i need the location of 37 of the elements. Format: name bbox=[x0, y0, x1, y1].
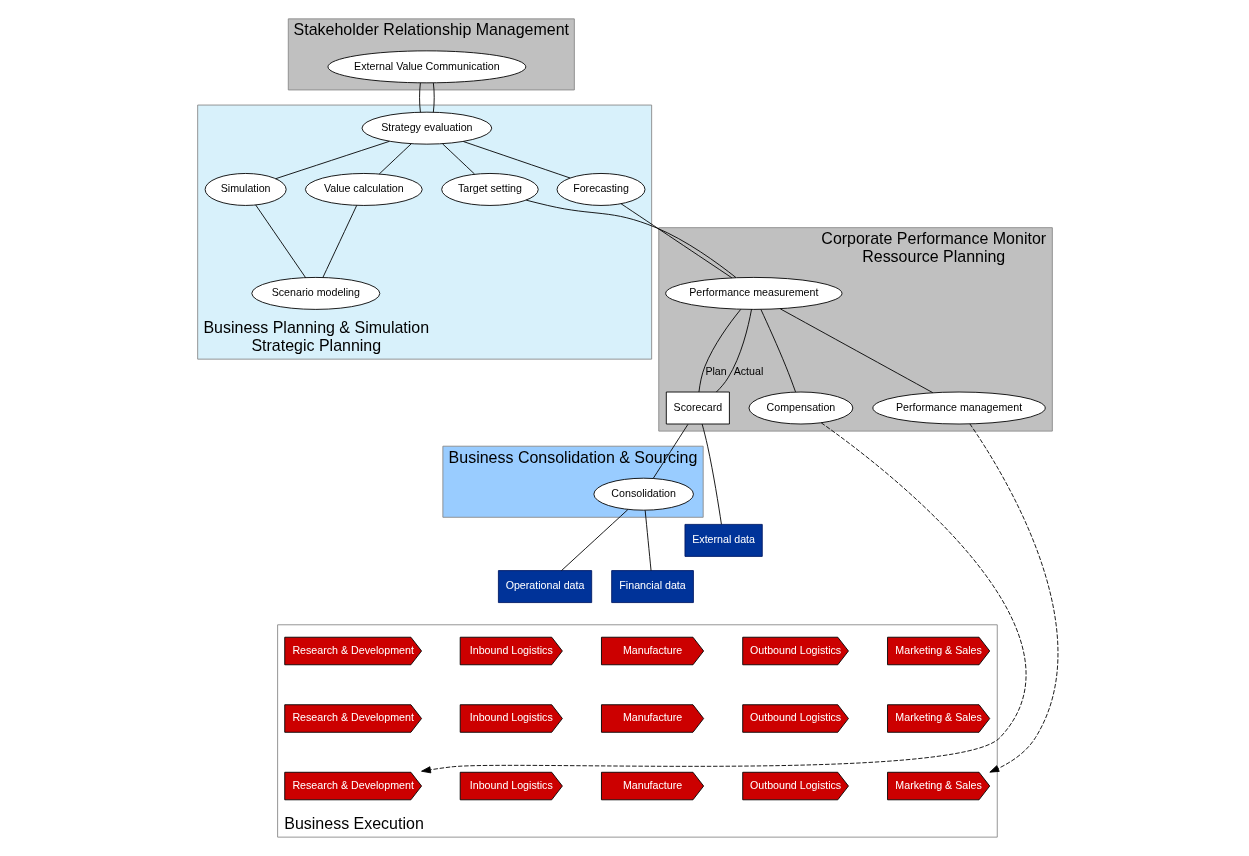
connector bbox=[525, 199, 736, 278]
connector bbox=[644, 510, 651, 571]
node-ellipse: Strategy evaluation bbox=[361, 111, 492, 145]
node-box: External data bbox=[684, 523, 763, 557]
node-ellipse: Performance measurement bbox=[664, 276, 842, 310]
connector bbox=[418, 82, 421, 113]
connector bbox=[322, 204, 357, 278]
connector bbox=[760, 309, 796, 393]
node-box: Operational data bbox=[497, 570, 592, 604]
connector bbox=[779, 308, 933, 394]
node-ellipse: Simulation bbox=[204, 173, 287, 206]
connector bbox=[441, 143, 475, 175]
node-ellipse: Compensation bbox=[748, 391, 853, 425]
connector bbox=[560, 509, 628, 571]
arrow bbox=[968, 423, 1058, 773]
edge-label: Plan bbox=[704, 364, 727, 377]
node-ellipse: Target setting bbox=[440, 173, 539, 206]
connector bbox=[698, 309, 741, 393]
connector bbox=[254, 204, 306, 278]
connector bbox=[378, 143, 412, 175]
connector bbox=[274, 140, 390, 180]
node-box: Financial data bbox=[610, 570, 694, 604]
arrow bbox=[420, 422, 1026, 774]
node-ellipse: External Value Communication bbox=[327, 50, 526, 84]
node-ellipse: Performance management bbox=[871, 391, 1046, 425]
node-ellipse: Consolidation bbox=[592, 477, 694, 511]
node-ellipse: Forecasting bbox=[556, 173, 645, 206]
connector bbox=[462, 141, 571, 179]
node-ellipse: Scenario modeling bbox=[250, 276, 380, 310]
node-box: Scorecard bbox=[665, 391, 730, 425]
connector bbox=[701, 423, 722, 525]
connector bbox=[432, 82, 435, 113]
connector bbox=[715, 308, 752, 393]
connector bbox=[652, 423, 688, 479]
node-ellipse: Value calculation bbox=[304, 173, 423, 206]
edge-label: Actual bbox=[733, 364, 763, 377]
connector bbox=[620, 203, 732, 279]
